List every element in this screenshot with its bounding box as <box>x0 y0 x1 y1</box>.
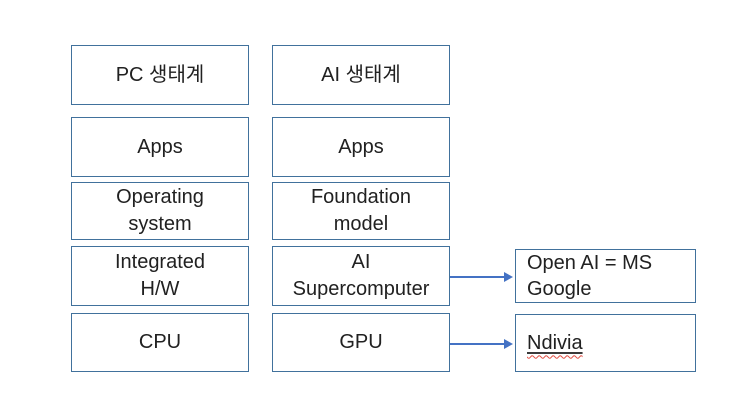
arrow-head-icon <box>504 339 513 349</box>
box-label: CPU <box>138 331 182 353</box>
box-label: AI 생태계 <box>321 63 401 86</box>
box-pc-ecosystem-header: PC 생태계 <box>71 45 249 105</box>
box-label: Integrated <box>114 251 206 273</box>
box-label: Foundation <box>310 186 412 208</box>
box-label: Open AI = MS <box>527 252 653 274</box>
box-label: GPU <box>339 331 383 353</box>
arrow-head-icon <box>504 272 513 282</box>
misspelled-word-wrapper: Ndivia <box>527 330 583 357</box>
box-ai-supercomputer: AI Supercomputer <box>272 246 450 306</box>
box-ndivia-note: Ndivia <box>515 314 696 372</box>
box-openai-ms-google-note: Open AI = MS Google <box>515 249 696 303</box>
box-label: Operating <box>116 186 204 208</box>
arrow-supercomputer-to-openai <box>450 271 513 283</box>
box-foundation-model: Foundation model <box>272 182 450 240</box>
box-cpu: CPU <box>71 313 249 372</box>
box-label: Apps <box>137 135 183 158</box>
box-label: PC 생태계 <box>115 63 205 86</box>
box-label: Supercomputer <box>292 278 430 300</box>
box-label: Ndivia <box>527 331 583 354</box>
box-gpu: GPU <box>272 313 450 372</box>
box-operating-system: Operating system <box>71 182 249 240</box>
box-ai-apps: Apps <box>272 117 450 177</box>
arrow-gpu-to-ndivia <box>450 338 513 350</box>
box-label: Google <box>527 278 592 300</box>
box-label: AI <box>351 251 371 273</box>
box-integrated-hw: Integrated H/W <box>71 246 249 306</box>
box-label: system <box>128 213 192 235</box>
arrow-shaft <box>450 276 505 278</box>
box-label: model <box>333 213 389 235</box>
box-ai-ecosystem-header: AI 생태계 <box>272 45 450 105</box>
arrow-shaft <box>450 343 505 345</box>
box-pc-apps: Apps <box>71 117 249 177</box>
box-label: Apps <box>338 135 384 158</box>
box-label: H/W <box>140 278 180 300</box>
